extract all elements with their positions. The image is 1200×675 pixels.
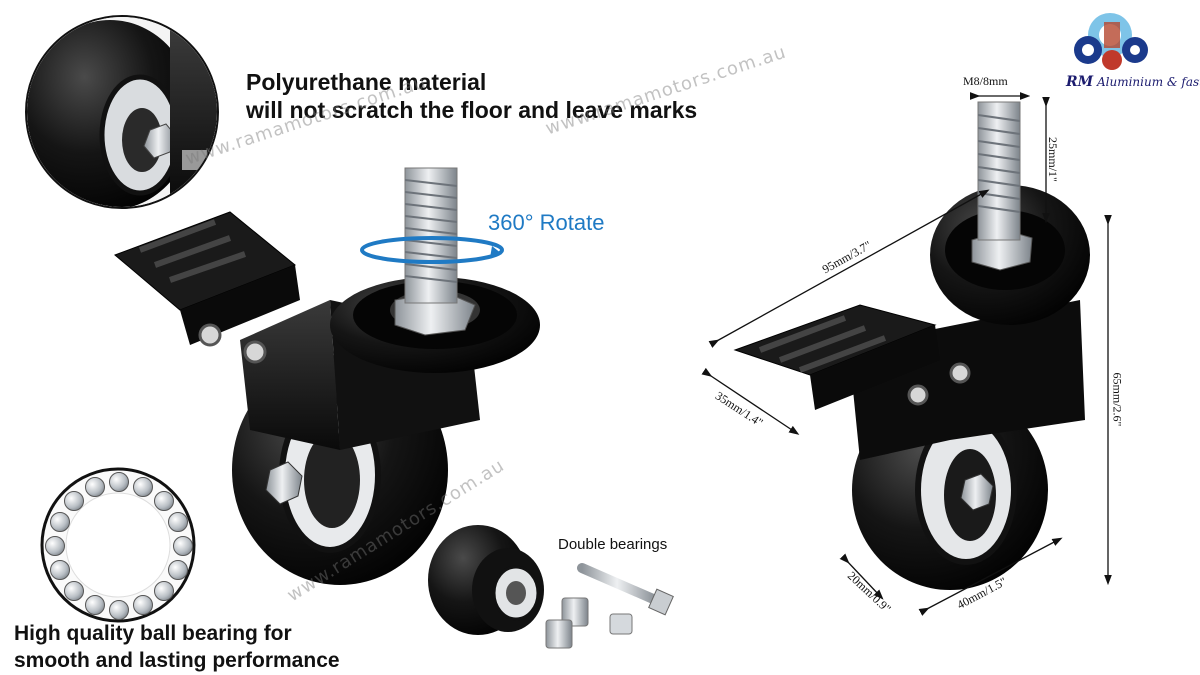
logo-tagline: Aluminium & fasteners [1096,75,1200,89]
bearing-ball [45,536,65,556]
dim-height: 65mm/2.6" [1110,372,1125,427]
ball-bearing-text: High quality ball bearing for smooth and… [14,620,340,674]
bearing-ball [154,490,175,511]
dim-thread-length: 25mm/1" [1045,137,1060,182]
bearing-ball [49,511,70,532]
bearing-ball [133,476,154,497]
dimension-caster [733,101,1090,590]
polyurethane-line-1: Polyurethane material [246,69,487,95]
bearing-ball [173,536,193,556]
ball-bearing-line-1: High quality ball bearing for [14,622,292,645]
spare-wheel [428,525,544,635]
double-bearings-label: Double bearings [558,536,668,553]
bearing-ball [154,581,175,602]
bearing-ball [133,595,154,616]
ball-bearing-line-2: smooth and lasting performance [14,649,340,672]
bearing-ball [84,595,105,616]
bearing-ball [49,560,70,581]
bolt-and-bushings [545,563,674,649]
bearing-ball [63,490,84,511]
dimension-lines [701,92,1112,616]
bearing-ball [84,476,105,497]
logo-brand: RM [1066,74,1094,90]
logo-text: RM Aluminium & fasteners [1066,74,1200,90]
bearing-ball [109,472,129,492]
rotate-label: 360° Rotate [488,210,605,235]
main-caster [114,167,540,585]
wheel-closeup-circle [25,15,219,209]
bearing-ball [63,581,84,602]
rm-logo-mark [1074,13,1148,70]
polyurethane-text: Polyurethane material will not scratch t… [246,68,697,124]
bearing-ball [168,511,189,532]
bearing-ball [168,560,189,581]
dim-thread: M8/8mm [963,74,1008,88]
bearing-ball [109,600,129,620]
polyurethane-line-2: will not scratch the floor and leave mar… [246,97,698,123]
